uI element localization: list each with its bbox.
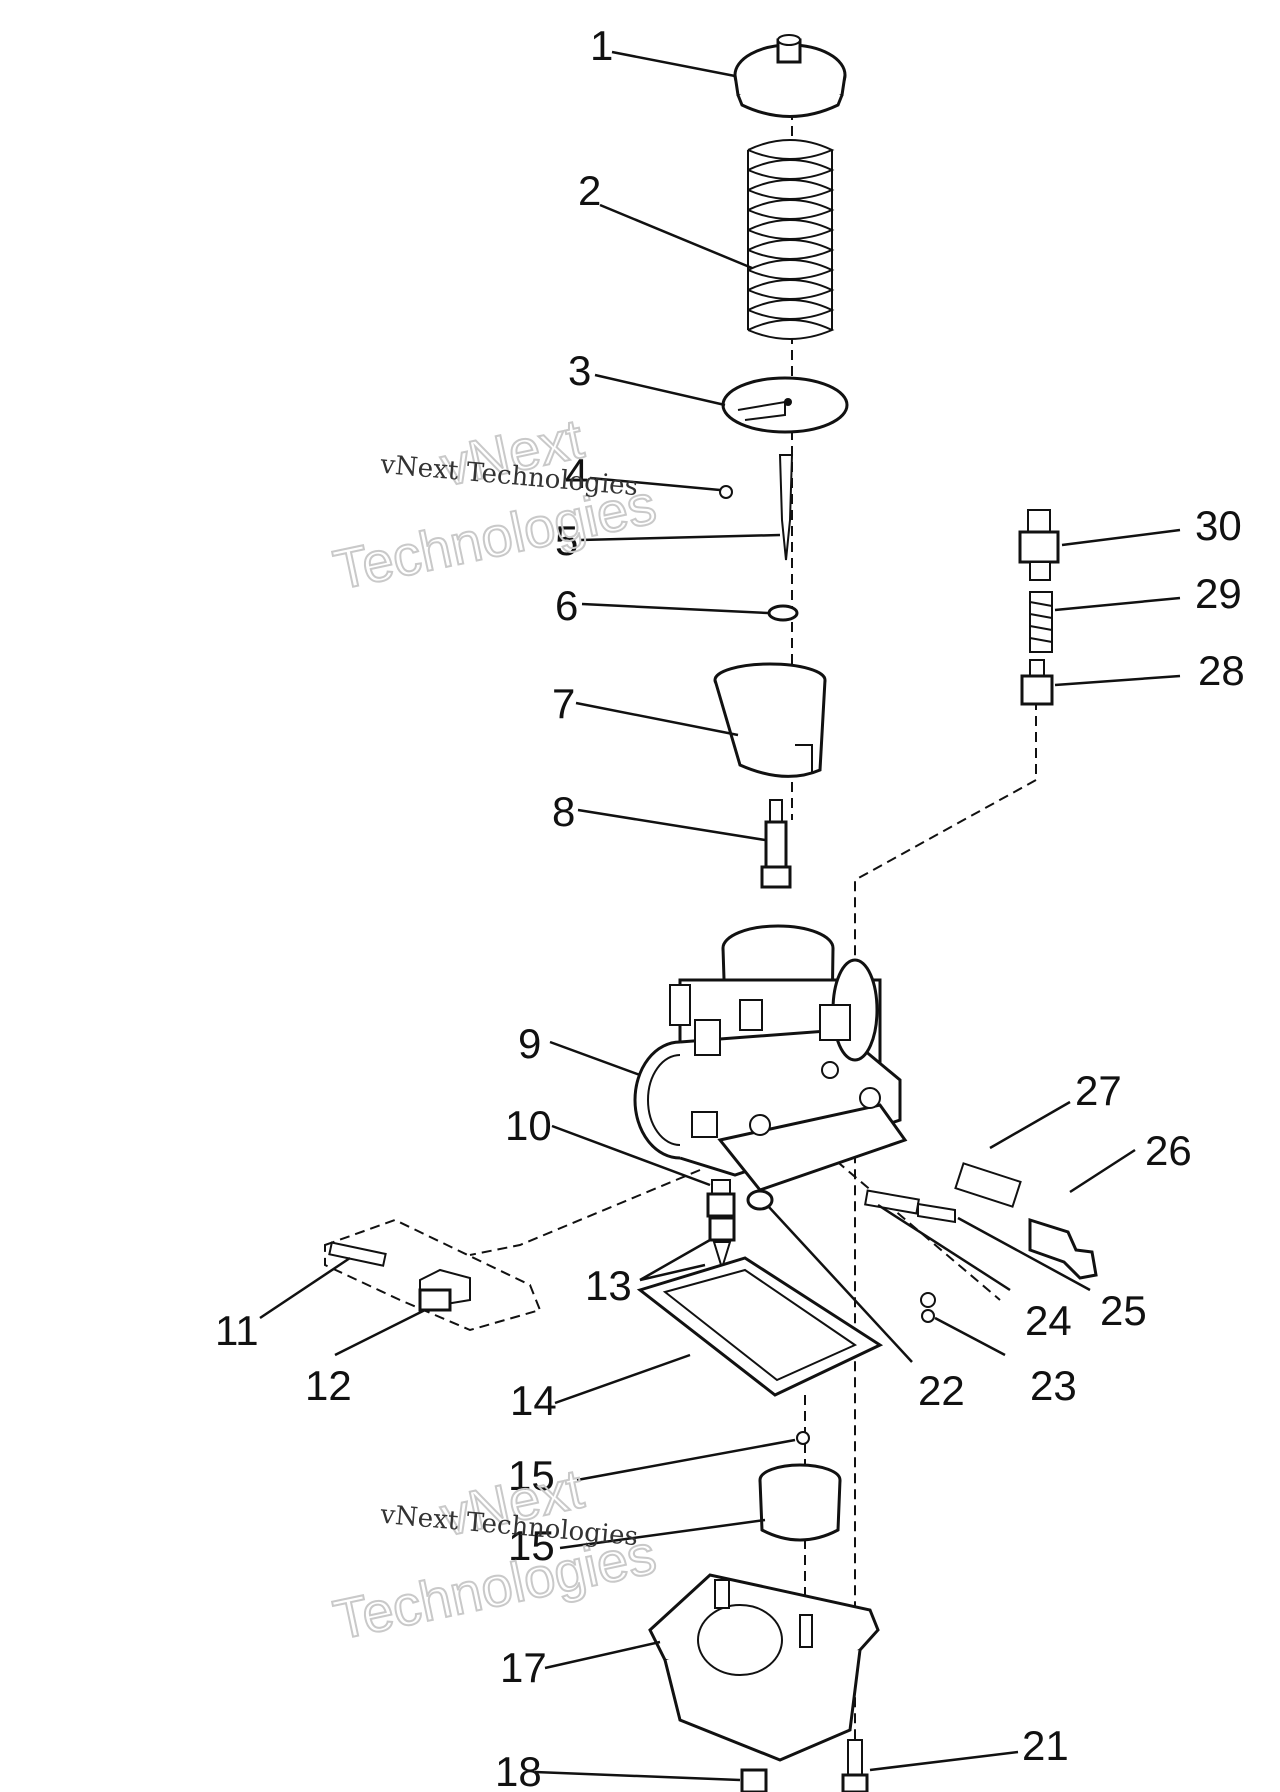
callout-15-upper: 15	[508, 1452, 555, 1499]
part-25-air-screw	[917, 1202, 956, 1224]
callout-21: 21	[1022, 1722, 1069, 1769]
callout-12: 12	[305, 1362, 352, 1409]
callout-5: 5	[555, 517, 578, 564]
leader-lines	[259, 50, 1181, 1782]
part-2-spring	[747, 139, 835, 340]
callout-17: 17	[500, 1644, 547, 1691]
callout-23: 23	[1030, 1362, 1077, 1409]
part-10-pilot-jet	[706, 1179, 736, 1218]
part-22-o-ring	[746, 1189, 774, 1211]
callout-3: 3	[568, 347, 591, 394]
callout-14: 14	[510, 1377, 557, 1424]
part-18-drain-screw	[740, 1768, 768, 1792]
callout-2: 2	[578, 167, 601, 214]
part-3-plate	[721, 376, 849, 434]
part-29-spring	[1029, 591, 1053, 653]
watermark-upper: vNext Technologies vNext Technologies	[327, 405, 662, 602]
callout-27: 27	[1075, 1067, 1122, 1114]
callout-13: 13	[585, 1262, 632, 1309]
callout-26: 26	[1145, 1127, 1192, 1174]
callout-22: 22	[918, 1367, 965, 1414]
callout-30: 30	[1195, 502, 1242, 549]
part-26-throttle-screw	[1028, 1217, 1098, 1280]
part-8-needle-jet	[760, 799, 792, 889]
part-4-clip	[719, 485, 733, 499]
part-15-ball	[796, 1431, 810, 1445]
callout-10: 10	[505, 1102, 552, 1149]
part-24-spring	[864, 1189, 920, 1215]
part-1-cap	[733, 34, 847, 118]
callout-1: 1	[590, 22, 613, 69]
part-30-choke-nut	[1018, 509, 1060, 581]
part-7-slide	[713, 662, 827, 778]
callout-4: 4	[565, 450, 588, 497]
watermark-lower: vNext Technologies vNext Technologies	[327, 1455, 662, 1652]
part-21-screw	[841, 1739, 869, 1792]
part-14-gasket	[636, 1256, 884, 1397]
part-float	[758, 1463, 842, 1542]
part-6-washer	[767, 604, 799, 622]
callout-9: 9	[518, 1020, 541, 1067]
part-28-plunger	[1020, 659, 1054, 706]
callout-8: 8	[552, 788, 575, 835]
callout-15-lower: 15	[508, 1522, 555, 1569]
callout-11: 11	[215, 1307, 259, 1354]
part-13-float-valve	[708, 1216, 736, 1272]
callout-18: 18	[495, 1748, 542, 1792]
part-11-12-float-assembly	[324, 1218, 542, 1332]
callout-29: 29	[1195, 570, 1242, 617]
part-17-float-bowl	[648, 1573, 880, 1762]
callout-24: 24	[1025, 1297, 1072, 1344]
part-5-needle	[778, 454, 794, 561]
callout-28: 28	[1198, 647, 1245, 694]
callout-7: 7	[552, 680, 575, 727]
callout-labels: 1 2 3 4 5 6 7 8 9 10 11 12 13 14 15 15 1…	[215, 22, 1245, 1792]
callout-6: 6	[555, 582, 578, 629]
part-27-spring	[954, 1162, 1022, 1208]
callout-25: 25	[1100, 1287, 1147, 1334]
part-23-plug	[920, 1292, 936, 1323]
part-9-carburetor-body	[633, 924, 908, 1192]
